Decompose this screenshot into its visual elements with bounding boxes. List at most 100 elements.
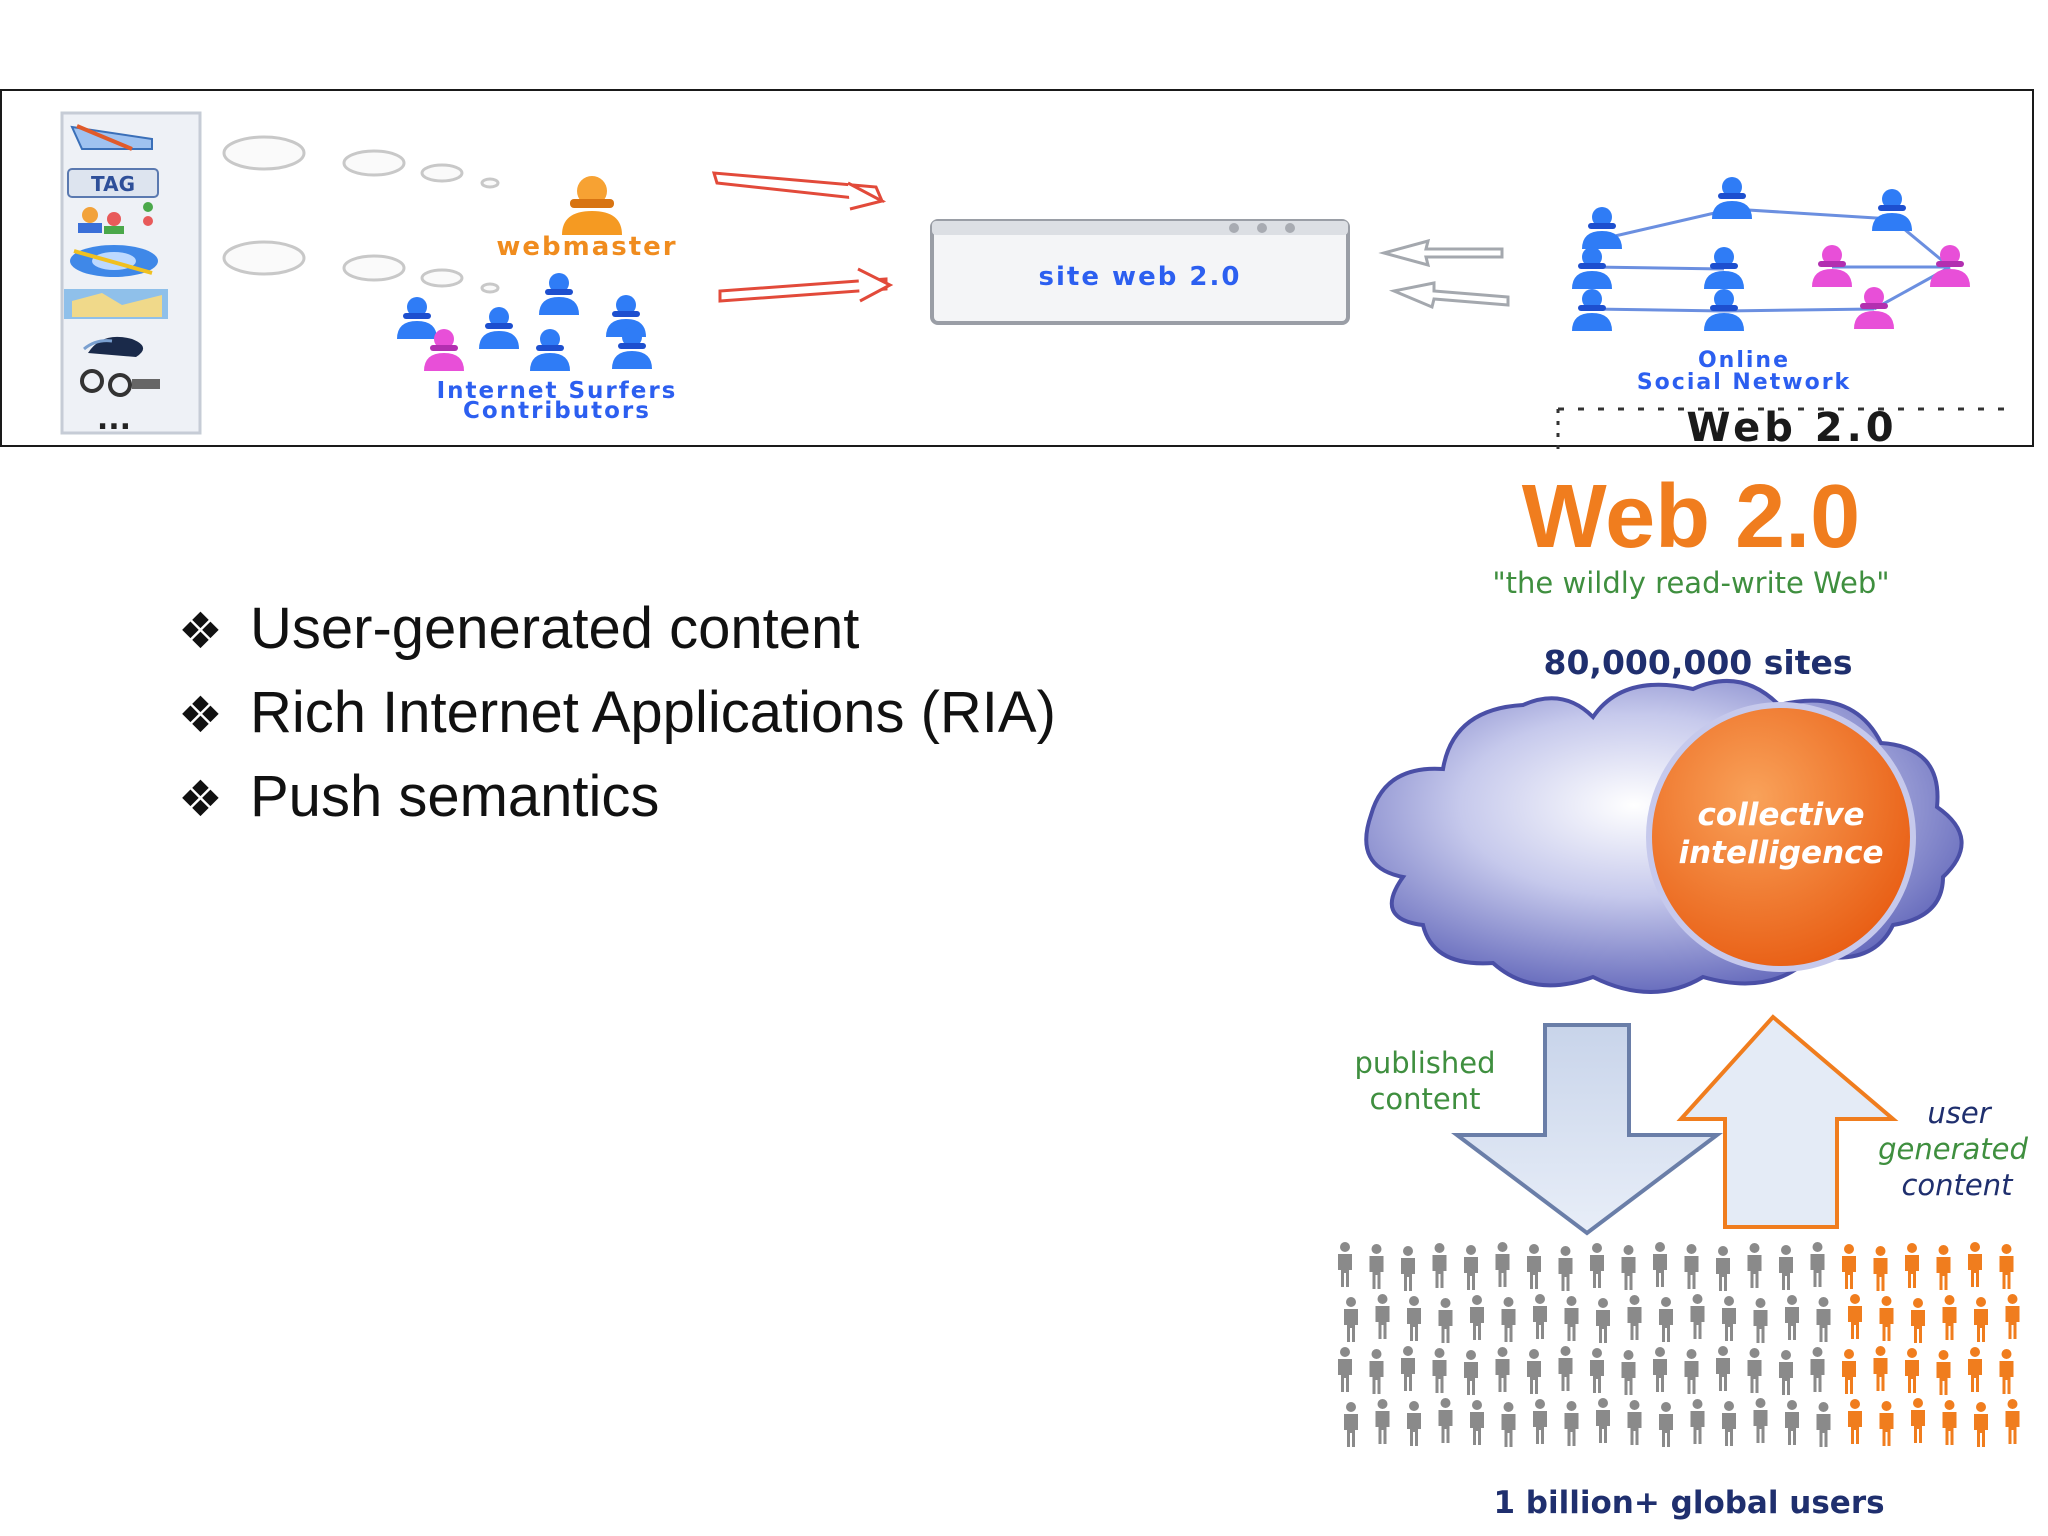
crowd-person-gray-icon <box>1747 1348 1762 1393</box>
crowd-person-gray-icon <box>1369 1349 1384 1394</box>
crowd-person-gray-icon <box>1464 1245 1478 1290</box>
chat-icon <box>83 336 144 357</box>
more-tools-label: ... <box>97 402 131 437</box>
crowd-person-orange-icon <box>1911 1398 1925 1443</box>
crowd-person-gray-icon <box>1375 1294 1390 1339</box>
crowd-person-orange-icon <box>1942 1400 1957 1445</box>
crowd-person-gray-icon <box>1779 1245 1793 1290</box>
site-label: site web 2.0 <box>1039 262 1242 292</box>
sites-count: 80,000,000 sites <box>1543 643 1852 682</box>
crowd-person-gray-icon <box>1401 1346 1415 1391</box>
crowd-person-orange-icon <box>1968 1347 1982 1392</box>
crowd-person-gray-icon <box>1590 1243 1604 1288</box>
crowd-person-gray-icon <box>1338 1242 1352 1287</box>
crowd-person-orange-icon <box>1999 1244 2014 1289</box>
crowd-person-gray-icon <box>1470 1400 1484 1445</box>
webmaster-person-icon <box>562 176 622 235</box>
crowd-person-orange-icon <box>1974 1297 1988 1342</box>
crowd-person-orange-icon <box>2005 1399 2020 1444</box>
crowd-person-gray-icon <box>1690 1294 1705 1339</box>
crowd-person-gray-icon <box>1407 1401 1421 1446</box>
ugc-label-line2: generated <box>1878 1132 2028 1166</box>
crowd-person-orange-icon <box>1911 1298 1925 1343</box>
crowd-person-orange-icon <box>1848 1399 1862 1444</box>
crowd-person-gray-icon <box>1753 1298 1768 1343</box>
crowd-person-gray-icon <box>1684 1349 1699 1394</box>
crowd-person-gray-icon <box>1627 1295 1642 1340</box>
crowd-person-gray-icon <box>1501 1402 1516 1447</box>
thought-bubbles-top <box>222 135 500 189</box>
globe-icon <box>70 245 158 277</box>
diamond-bullet-icon: ❖ <box>178 686 223 744</box>
crowd-person-orange-icon <box>1905 1348 1919 1393</box>
crowd-person-gray-icon <box>1716 1246 1730 1291</box>
crowd-person-orange-icon <box>1842 1349 1856 1394</box>
crowd-person-gray-icon <box>1596 1398 1610 1443</box>
crowd-person-orange-icon <box>1879 1401 1894 1446</box>
crowd-person-gray-icon <box>1653 1347 1667 1392</box>
bullet-item: ❖ Rich Internet Applications (RIA) <box>178 672 1056 756</box>
network-label-line2: Social Network <box>1637 370 1851 395</box>
crowd-person-gray-icon <box>1338 1347 1352 1392</box>
crowd-person-gray-icon <box>1590 1348 1604 1393</box>
thought-bubbles-bottom <box>222 240 500 294</box>
crowd-person-gray-icon <box>1653 1242 1667 1287</box>
crowd-person-orange-icon <box>1999 1349 2014 1394</box>
crowd-person-gray-icon <box>1747 1243 1762 1288</box>
crowd-person-gray-icon <box>1684 1244 1699 1289</box>
social-network-graph-icon <box>1572 177 1970 331</box>
collective-intelligence-orb: collective intelligence <box>1646 702 1916 972</box>
pencil-ruler-icon <box>70 124 153 151</box>
crowd-person-gray-icon <box>1344 1402 1358 1447</box>
crowd-person-gray-icon <box>1690 1399 1705 1444</box>
tag-icon-label: TAG <box>91 172 135 196</box>
crowd-person-orange-icon <box>1842 1244 1856 1289</box>
crowd-person-gray-icon <box>1470 1295 1484 1340</box>
crowd-person-gray-icon <box>1722 1296 1736 1341</box>
crowd-person-gray-icon <box>1432 1348 1447 1393</box>
crowd-person-gray-icon <box>1375 1399 1390 1444</box>
crowd-person-orange-icon <box>1936 1350 1951 1395</box>
crowd-person-gray-icon <box>1659 1402 1673 1447</box>
network-label-line1: Online <box>1698 348 1790 373</box>
crowd-person-orange-icon <box>1848 1294 1862 1339</box>
orb-label-line2: intelligence <box>1678 835 1883 871</box>
crowd-person-gray-icon <box>1621 1350 1636 1395</box>
crowd-person-gray-icon <box>1558 1346 1573 1391</box>
crowd-person-orange-icon <box>1873 1346 1888 1391</box>
contribution-arrow-top <box>711 171 887 211</box>
published-label-line1: published <box>1354 1046 1495 1080</box>
crowd-person-gray-icon <box>1369 1244 1384 1289</box>
network-arrow-bottom <box>1388 281 1510 310</box>
user-generated-content-up-arrow <box>1676 1014 1899 1229</box>
crowd-person-orange-icon <box>1974 1402 1988 1447</box>
crowd-person-gray-icon <box>1816 1297 1831 1342</box>
site-window: site web 2.0 <box>930 219 1350 325</box>
crowd-person-gray-icon <box>1401 1246 1415 1291</box>
crowd-person-gray-icon <box>1527 1244 1541 1289</box>
crowd-person-gray-icon <box>1810 1347 1825 1392</box>
web20-title: Web 2.0 <box>1522 467 1860 567</box>
crowd-person-gray-icon <box>1558 1246 1573 1291</box>
crowd-person-orange-icon <box>1936 1245 1951 1290</box>
crowd-person-gray-icon <box>1596 1298 1610 1343</box>
crowd-person-gray-icon <box>1785 1400 1799 1445</box>
global-users-count: 1 billion+ global users <box>1493 1485 1884 1521</box>
crowd-person-gray-icon <box>1464 1350 1478 1395</box>
bullet-text: User-generated content <box>250 596 860 661</box>
crowd-person-gray-icon <box>1816 1402 1831 1447</box>
concept-diagram-svg: TAG <box>60 111 2012 449</box>
crowd-person-gray-icon <box>1407 1296 1421 1341</box>
crowd-person-gray-icon <box>1627 1400 1642 1445</box>
ugc-label-line1: user <box>1927 1096 1992 1130</box>
crowd-person-gray-icon <box>1564 1296 1579 1341</box>
bullet-text: Rich Internet Applications (RIA) <box>250 680 1056 745</box>
crowd-person-gray-icon <box>1722 1401 1736 1446</box>
tool-icon-sidebar: TAG <box>60 111 202 437</box>
crowd-person-gray-icon <box>1621 1245 1636 1290</box>
surfers-label-line2: Contributors <box>463 398 651 424</box>
crowd-person-orange-icon <box>1942 1295 1957 1340</box>
crowd-person-gray-icon <box>1753 1398 1768 1443</box>
web20-tagline: "the wildly read-write Web" <box>1492 566 1889 600</box>
bullet-text: Push semantics <box>250 764 660 829</box>
